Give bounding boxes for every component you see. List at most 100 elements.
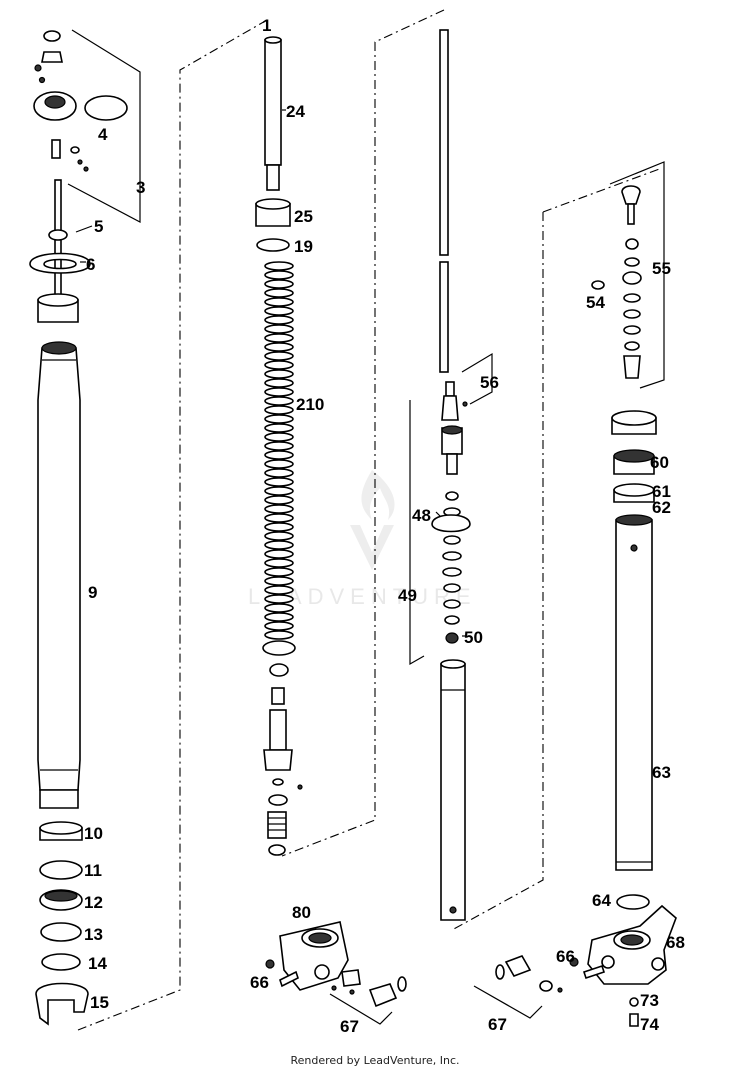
callout-13: 13 (84, 925, 103, 944)
part-top-cap-hex (44, 95, 66, 109)
part-adjuster (51, 139, 61, 159)
part-washer-19 (256, 238, 290, 252)
callout-61: 61 (652, 482, 671, 501)
spring-coil (264, 621, 294, 631)
spring-coil (264, 315, 294, 325)
callout-5: 5 (94, 217, 103, 236)
spring-coil (264, 441, 294, 451)
part-ball (83, 166, 89, 172)
part-oring-54 (591, 280, 605, 290)
part-bolt-66 (569, 957, 579, 967)
part-needle-body (441, 395, 459, 421)
part-outer-tube-top (41, 341, 77, 355)
callout-80: 80 (292, 903, 311, 922)
spring-coil (264, 432, 294, 442)
part-cartridge-tube-hole (449, 906, 457, 914)
part-group-spring (77, 19, 303, 1031)
part-spacer-25-top (255, 198, 291, 210)
callout-6: 6 (86, 255, 95, 274)
callout-66-left: 66 (250, 973, 269, 992)
part-ring-60-outer-top (611, 410, 657, 426)
part-small-oring (495, 964, 505, 980)
part-clip-6 (29, 252, 91, 274)
part-axle-clamp-80-hole (314, 964, 330, 980)
part-valve-stack (267, 811, 287, 839)
callout-54: 54 (586, 293, 605, 312)
spring-coil (264, 522, 294, 532)
part-bushing (271, 687, 285, 705)
leader-bracket-56 (461, 352, 493, 405)
callout-56: 56 (480, 373, 499, 392)
part-damper-rod-lower (439, 261, 449, 373)
part-nut-50 (445, 632, 459, 644)
spring-coil (264, 333, 294, 343)
spring-coil (264, 594, 294, 604)
spring-coil (264, 549, 294, 559)
callout-63: 63 (652, 763, 671, 782)
part-washer (262, 640, 296, 656)
part-clip-14 (41, 953, 81, 971)
callout-15: 15 (90, 993, 109, 1012)
part-preload-tube-24 (264, 39, 282, 166)
footer-credit: Rendered by LeadVenture, Inc. (290, 1054, 460, 1067)
part-washer (624, 341, 640, 351)
part-dust-seal-15 (35, 982, 89, 1026)
part-bleed-screw-shaft (627, 203, 635, 225)
part-shim (444, 615, 460, 625)
spring-coil (264, 342, 294, 352)
spring-coil (264, 414, 294, 424)
part-needle (445, 381, 455, 397)
part-washer (445, 491, 459, 501)
spring-coil (264, 270, 294, 280)
spring-coil (264, 297, 294, 307)
leader-lines (75, 109, 466, 637)
part-washer-11 (39, 860, 83, 880)
callout-3: 3 (136, 178, 145, 197)
spring-coil (264, 531, 294, 541)
part-shim (443, 535, 461, 545)
part-spring-210 (264, 261, 294, 640)
part-nut (539, 980, 553, 992)
part-small-oring (397, 976, 407, 992)
spring-coil (264, 630, 294, 640)
callout-48: 48 (412, 506, 431, 525)
callout-210: 210 (296, 395, 324, 414)
spring-coil (264, 540, 294, 550)
callout-67-left: 67 (340, 1017, 359, 1036)
part-ball (557, 987, 563, 993)
part-cartridge-tube (440, 663, 466, 921)
part-ball (349, 989, 355, 995)
part-ball (77, 159, 83, 165)
part-piston-top (441, 425, 463, 435)
callout-9: 9 (88, 583, 97, 602)
callout-10: 10 (84, 824, 103, 843)
part-bushing-10-top (39, 821, 83, 835)
part-bleed-screw (621, 185, 641, 205)
part-clip-48 (431, 514, 471, 533)
part-piston-shaft (446, 453, 458, 475)
callout-60: 60 (650, 453, 669, 472)
spring-coil (264, 360, 294, 370)
part-valve-body (623, 355, 641, 379)
leader-dash-3 (451, 212, 544, 931)
leader-bracket-67-left (329, 993, 393, 1025)
part-washer (268, 794, 288, 806)
spring-coil (264, 585, 294, 595)
part-group-inner-tube (451, 161, 665, 931)
part-ball (331, 985, 337, 991)
part-oring-64 (616, 894, 650, 910)
part-bolt-66-shaft (582, 964, 606, 980)
part-shim (442, 567, 462, 577)
part-valve-67 (341, 969, 361, 987)
callout-25: 25 (294, 207, 313, 226)
spring-coil (264, 324, 294, 334)
callout-67-right: 67 (488, 1015, 507, 1034)
callout-66-right: 66 (556, 947, 575, 966)
callout-74: 74 (640, 1015, 659, 1034)
part-washer (623, 309, 641, 319)
part-cartridge-tube-top (440, 659, 466, 669)
spring-coil (264, 459, 294, 469)
spring-coil (264, 396, 294, 406)
spring-coil (264, 423, 294, 433)
part-bolt-66-shaft (279, 970, 299, 988)
